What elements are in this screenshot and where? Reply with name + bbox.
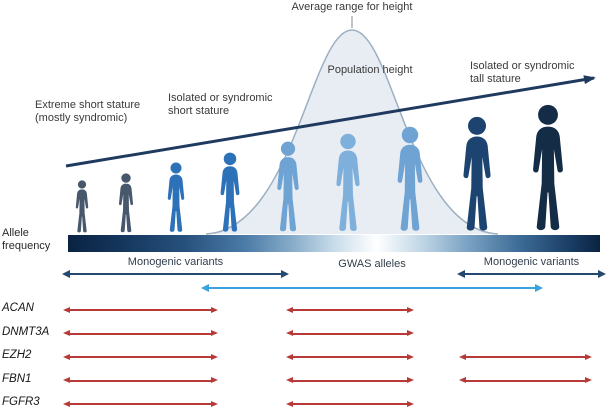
gene-range-arrow-average <box>286 306 414 313</box>
gene-range-arrow-short <box>63 353 218 360</box>
gene-range-arrow-average <box>286 330 414 336</box>
person-figure <box>277 141 299 232</box>
gene-range-arrow-average <box>286 377 414 383</box>
gene-label: ACAN <box>2 302 34 314</box>
person-figure <box>533 104 563 231</box>
allele-frequency-gradient-bar <box>68 235 600 252</box>
population-curve-outline <box>205 29 499 235</box>
person-figure <box>336 133 360 232</box>
person-figure <box>397 126 423 231</box>
gene-label: FBN1 <box>2 372 32 385</box>
gene-label: EZH2 <box>2 349 32 361</box>
gene-range-arrow-short <box>63 400 218 407</box>
gene-row: FBN1 <box>0 372 615 388</box>
person-figure <box>463 116 491 231</box>
gene-range-arrow-short <box>63 330 218 336</box>
gene-row: DNMT3A <box>0 325 615 341</box>
height-trend-arrow <box>65 75 596 168</box>
monogenic-variants-right-label: Monogenic variants <box>483 256 580 268</box>
gene-label: DNMT3A <box>2 325 50 338</box>
person-figure <box>75 180 89 233</box>
monogenic-variants-left-label: Monogenic variants <box>127 256 224 268</box>
gene-row: EZH2 <box>0 348 615 364</box>
monogenic-variants-left-arrow <box>62 270 289 278</box>
gene-range-arrow-tall <box>459 353 592 360</box>
person-figure <box>220 152 240 232</box>
tall-stature-label: Isolated or syndromic tall stature <box>470 60 575 85</box>
gwas-alleles-arrow <box>201 284 543 292</box>
gene-row: FGFR3 <box>0 395 615 410</box>
population-height-label: Population height <box>327 64 413 76</box>
person-figure <box>118 173 134 233</box>
short-stature-label: Isolated or syndromic short stature <box>168 92 273 117</box>
gene-range-arrow-tall <box>459 377 592 383</box>
average-range-label: Average range for height <box>291 1 413 13</box>
gene-range-arrow-average <box>286 400 414 407</box>
human-figures <box>75 104 563 233</box>
allele-frequency-label: Allele frequency <box>2 227 51 252</box>
gene-label: FGFR3 <box>2 396 40 408</box>
monogenic-variants-right-arrow <box>457 270 606 278</box>
gene-range-arrow-average <box>286 353 414 360</box>
gene-row: ACAN <box>0 301 615 317</box>
gene-range-arrow-short <box>63 306 218 313</box>
gwas-alleles-label: GWAS alleles <box>338 258 406 270</box>
person-figure <box>167 162 185 232</box>
gene-range-arrow-short <box>63 377 218 383</box>
extreme-short-stature-label: Extreme short stature (mostly syndromic) <box>35 99 141 124</box>
